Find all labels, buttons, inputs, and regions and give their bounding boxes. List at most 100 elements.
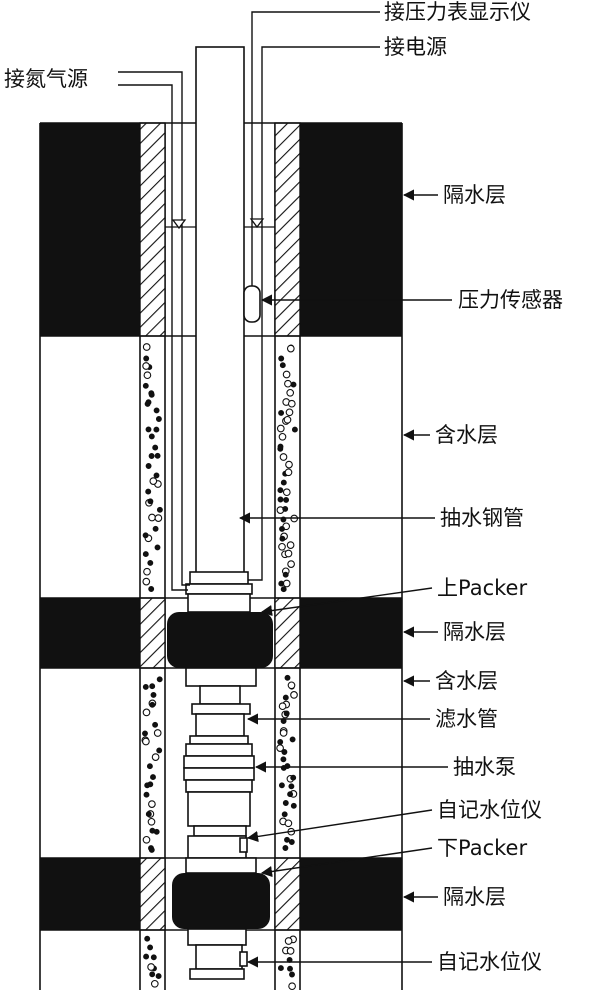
gravel-dot (286, 541, 295, 549)
gravel-dot (153, 828, 160, 835)
gravel-dot (149, 477, 158, 485)
gravel-dot (147, 559, 154, 566)
gravel-dot (155, 973, 162, 980)
gravel-dot (153, 472, 160, 479)
gravel-dot (283, 496, 290, 503)
label-upper-packer: 上Packer (437, 576, 527, 600)
gravel-dot (142, 835, 151, 844)
pump (183, 735, 255, 827)
gravel-dot (284, 937, 293, 945)
gravel-dot (150, 979, 159, 988)
gravel-dot (150, 954, 157, 961)
gravel-dot (142, 343, 151, 351)
label-aquifer-1: 含水层 (435, 423, 498, 447)
gravel-dot (153, 426, 160, 433)
pressure-display-line (248, 11, 380, 581)
upper-packer (167, 612, 273, 668)
gravel-dot (142, 683, 149, 690)
gravel-dot (287, 791, 294, 798)
label-power: 接电源 (384, 35, 447, 59)
gravel-dot (278, 702, 287, 711)
gravel-dot (286, 344, 295, 353)
gravel-dot (282, 370, 291, 379)
gravel-dot (282, 800, 289, 806)
gravel-dot (145, 488, 152, 495)
gravel-dot (284, 836, 290, 843)
gravel-dot (278, 409, 285, 416)
gravel-dot (148, 513, 156, 522)
gravel-dot (152, 721, 159, 728)
gravel-dot (288, 839, 295, 845)
gravel-dot (153, 729, 162, 737)
label-pressure-sensor: 压力传感器 (458, 288, 563, 312)
gravel-dot (279, 729, 288, 737)
gravel-dot (148, 846, 155, 853)
gravel-dot (142, 708, 151, 717)
gravel-dot (278, 542, 286, 551)
label-pump: 抽水泵 (453, 755, 516, 779)
label-water-logger-1: 自记水位仪 (437, 798, 542, 822)
gravel-dot (285, 408, 294, 417)
gravel-dot (277, 496, 284, 503)
gravel-dot (148, 453, 155, 459)
gravel-dot (288, 982, 296, 991)
gravel-dot (142, 737, 150, 746)
gravel-dot (279, 525, 285, 532)
gravel-dot (143, 567, 151, 576)
pressure-sensor-body (243, 285, 261, 323)
gravel-dot (284, 763, 291, 770)
gravel-dot (291, 426, 298, 433)
gravel-dot (145, 811, 152, 818)
gravel-dot (288, 783, 295, 790)
gravel-dot (144, 782, 151, 789)
gravel-dot (290, 381, 297, 388)
label-nitrogen: 接氮气源 (4, 67, 88, 91)
label-filter-pipe: 滤水管 (435, 707, 498, 731)
gravel-dot (148, 433, 155, 440)
gravel-dot (142, 730, 148, 737)
gravel-dot (286, 947, 295, 955)
gravel-dot (279, 535, 286, 542)
label-water-logger-2: 自记水位仪 (437, 950, 542, 974)
lower-packer (172, 873, 270, 929)
gravel-dot (278, 355, 285, 362)
gravel-dot (289, 736, 296, 743)
gravel-dot (149, 683, 156, 690)
gravel-dot (287, 681, 296, 690)
gravel-dot (145, 463, 152, 469)
gravel-dot (285, 460, 293, 469)
gravel-dot (284, 468, 293, 477)
gravel-dot (290, 802, 297, 809)
water-level-logger-2 (187, 928, 248, 980)
gravel-dot (278, 782, 285, 789)
gravel-dot (148, 390, 155, 397)
steel-pumping-pipe (185, 46, 253, 613)
gravel-dot (277, 443, 284, 450)
gravel-dot (147, 944, 154, 951)
gravel-dot (147, 963, 155, 971)
gravel-dot (154, 544, 161, 551)
aquitard-layer-2 (40, 597, 402, 669)
gravel-dot (156, 747, 163, 754)
label-aquitard-3: 隔水层 (443, 885, 506, 909)
gravel-dot (279, 362, 286, 369)
gravel-dot (156, 676, 163, 683)
gravel-dot (284, 379, 292, 388)
gravel-dot (147, 817, 156, 826)
gravel-dot (142, 362, 150, 370)
gravel-dot (153, 407, 160, 414)
water-level-mark-left (165, 219, 196, 230)
gravel-dot (142, 551, 149, 558)
gravel-dot (282, 579, 291, 588)
gravel-dot (280, 756, 287, 763)
label-lower-packer: 下Packer (437, 836, 527, 860)
gravel-dot (290, 774, 297, 781)
gravel-dot (281, 811, 288, 818)
lower-packer-collar (185, 857, 257, 874)
gravel-dot (148, 800, 156, 808)
gravel-dot (280, 479, 287, 486)
gravel-dot (290, 691, 298, 699)
gravel-dot (277, 487, 284, 494)
callout-lines (238, 189, 452, 968)
